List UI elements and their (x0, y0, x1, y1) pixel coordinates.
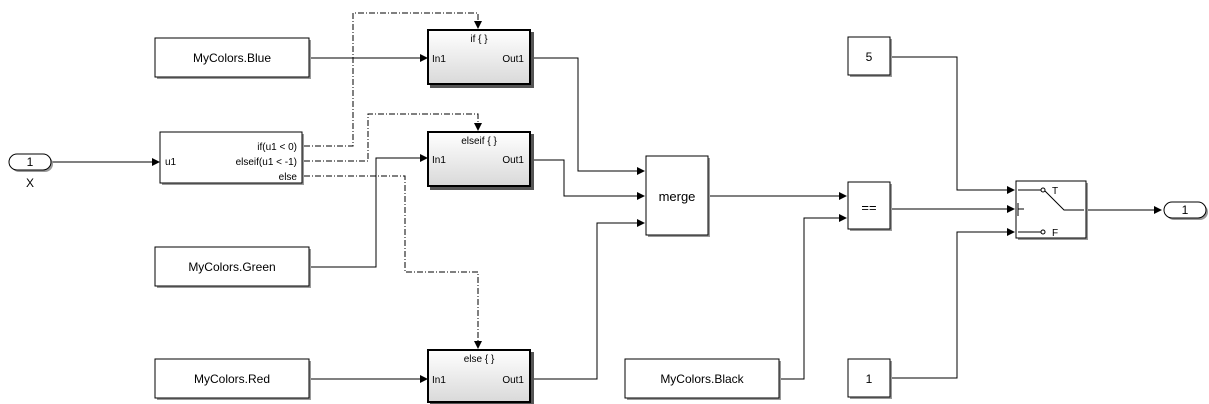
if-block-cond1: if(u1 < 0) (257, 142, 297, 153)
signal-five (892, 56, 1011, 191)
constant-one-label: 1 (866, 372, 873, 386)
constant-blue-label: MyColors.Blue (193, 51, 271, 65)
signal-elseif-out (531, 159, 641, 197)
signal-black (780, 217, 843, 380)
signal-if-out (531, 57, 641, 172)
if-block-cond3: else (279, 172, 298, 183)
switch-false-contact (1040, 229, 1046, 235)
if-block[interactable]: u1 if(u1 < 0) elseif(u1 < -1) else (159, 131, 304, 185)
arrowhead (1007, 186, 1015, 194)
constant-five-label: 5 (866, 50, 873, 64)
arrowhead (1154, 206, 1162, 214)
arrowhead (420, 54, 428, 62)
switch-false-label: F (1052, 228, 1058, 239)
constant-red[interactable]: MyColors.Red (154, 358, 311, 400)
subsystem-if-title: if { } (470, 34, 488, 45)
merge-label: merge (659, 189, 696, 204)
arrowhead (420, 375, 428, 383)
switch-true-label: T (1052, 186, 1058, 197)
constant-green-label: MyColors.Green (188, 260, 275, 274)
subsystem-if-in: In1 (432, 54, 446, 65)
action-if (304, 12, 479, 147)
switch-control-tick (1017, 203, 1024, 216)
constant-one[interactable]: 1 (847, 358, 892, 399)
subsystem-else-in: In1 (432, 375, 446, 386)
inport-number: 1 (27, 155, 34, 169)
subsystem-else-out: Out1 (502, 375, 524, 386)
arrowhead (474, 341, 482, 349)
relational-operator-label: == (861, 200, 876, 215)
constant-five[interactable]: 5 (847, 36, 892, 77)
subsystem-elseif-title: elseif { } (461, 136, 497, 147)
if-block-input: u1 (165, 157, 177, 168)
arrowhead (474, 123, 482, 131)
switch-block[interactable]: T F (1015, 180, 1088, 240)
arrowhead (637, 167, 645, 175)
switch-lever (1044, 190, 1084, 211)
action-else (304, 175, 479, 345)
outport-number: 1 (1182, 203, 1189, 217)
action-elseif (304, 113, 479, 162)
subsystem-elseif[interactable]: elseif { } In1 Out1 (427, 131, 534, 190)
arrowhead (637, 219, 645, 227)
signal-lines (52, 12, 1162, 383)
arrowhead (839, 214, 847, 222)
subsystem-elseif-in: In1 (432, 155, 446, 166)
subsystem-else-title: else { } (464, 354, 495, 365)
signal-one (892, 231, 1011, 379)
constant-red-label: MyColors.Red (194, 372, 270, 386)
relational-operator-block[interactable]: == (847, 181, 892, 231)
constant-black-label: MyColors.Black (660, 372, 744, 386)
arrowhead (152, 158, 160, 166)
outport-1[interactable]: 1 (1163, 201, 1208, 220)
constant-black[interactable]: MyColors.Black (624, 358, 781, 400)
signal-else-out (531, 222, 641, 380)
subsystem-else[interactable]: else { } In1 Out1 (427, 349, 534, 404)
arrowhead (474, 21, 482, 29)
inport-label: X (26, 176, 34, 190)
merge-block[interactable]: merge (645, 155, 710, 237)
subsystem-if-out: Out1 (502, 54, 524, 65)
arrowhead (420, 154, 428, 162)
signal-green (310, 157, 425, 268)
inport-x[interactable]: 1 X (8, 153, 53, 190)
subsystem-if[interactable]: if { } In1 Out1 (427, 29, 534, 88)
arrowhead (1007, 228, 1015, 236)
arrowhead (839, 192, 847, 200)
switch-true-contact (1040, 187, 1046, 193)
if-block-cond2: elseif(u1 < -1) (236, 157, 297, 168)
constant-green[interactable]: MyColors.Green (154, 246, 311, 288)
arrowhead (1007, 205, 1015, 213)
subsystem-elseif-out: Out1 (502, 155, 524, 166)
arrowhead (637, 192, 645, 200)
constant-blue[interactable]: MyColors.Blue (154, 37, 311, 79)
